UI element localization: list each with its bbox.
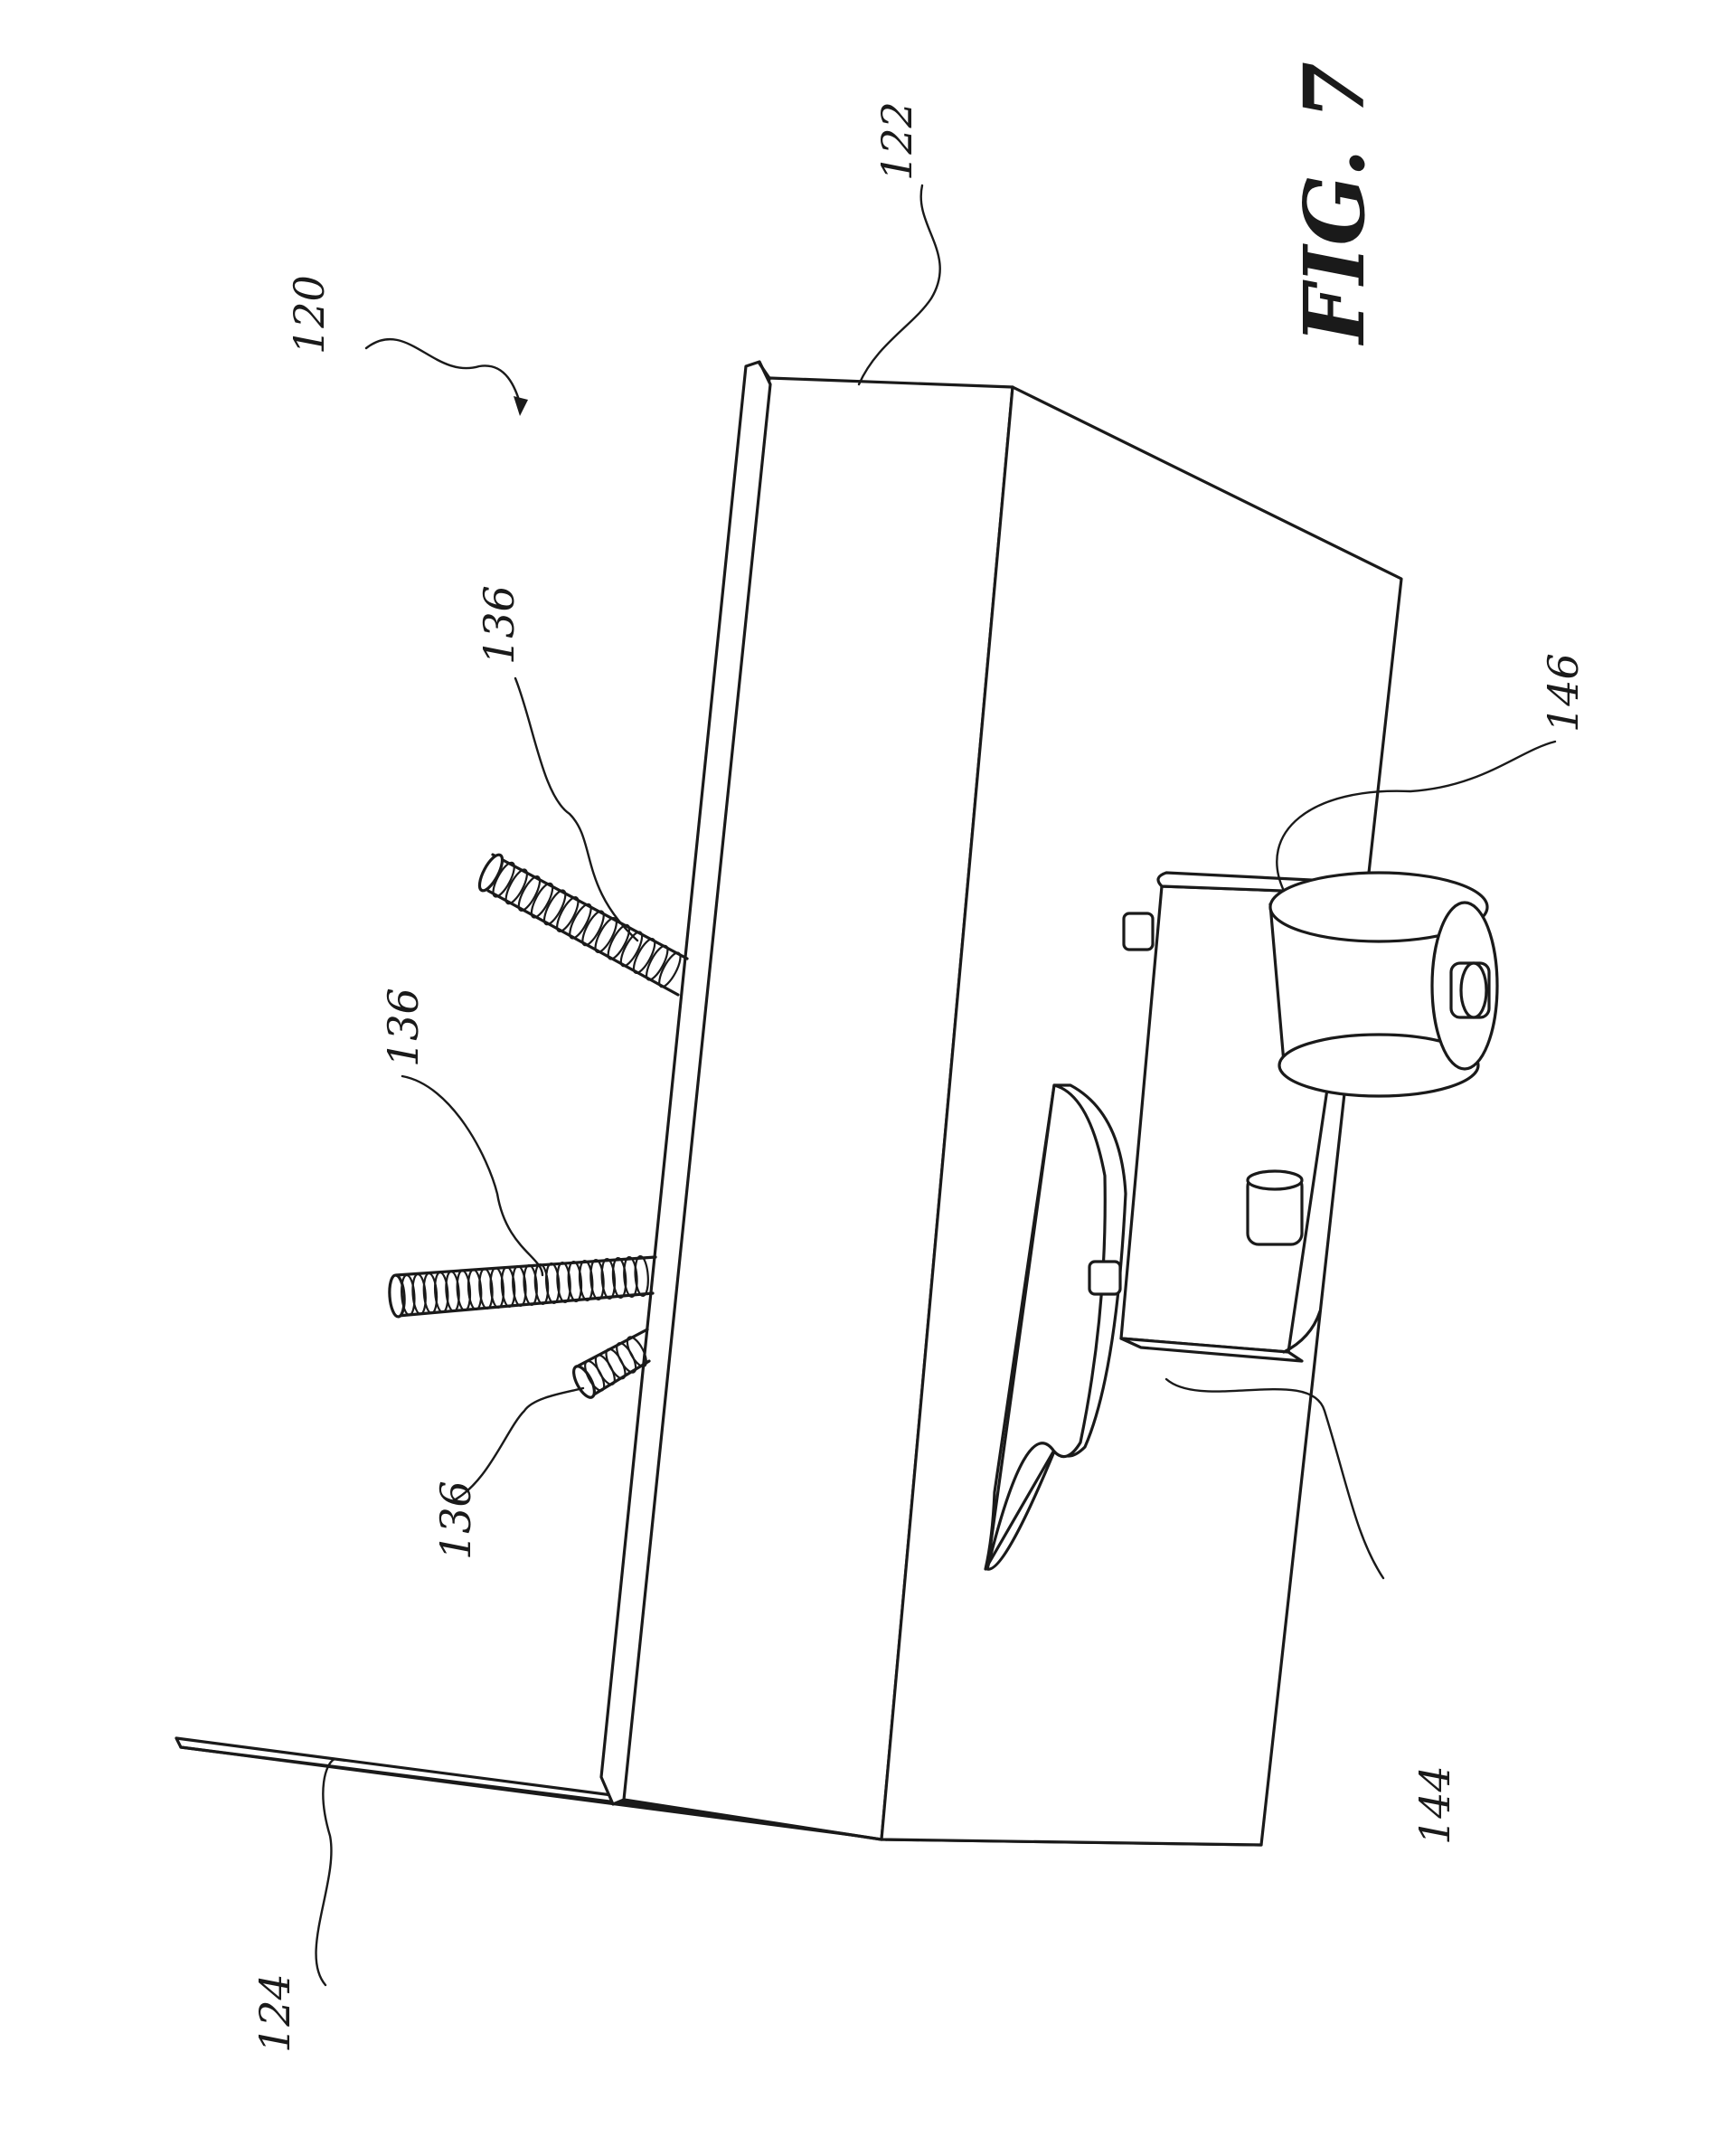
ref-136-upper: 136: [475, 585, 523, 665]
control-module: [1089, 873, 1497, 1361]
ref-136-middle: 136: [379, 988, 428, 1067]
thread-coil: [613, 1340, 639, 1375]
ref-146: 146: [1539, 653, 1588, 733]
ref-144: 144: [1410, 1765, 1459, 1845]
ref-122: 122: [872, 101, 921, 181]
thread-coil: [592, 1352, 618, 1386]
ref-136-lower: 136: [431, 1480, 480, 1560]
thread-coil: [602, 1347, 628, 1381]
figure-label: FIG. 7: [1286, 61, 1383, 346]
threaded-stud-upper: [476, 852, 687, 995]
threaded-stud-lower: [570, 1329, 650, 1401]
ref-124: 124: [250, 1973, 299, 2053]
ref-120: 120: [285, 275, 334, 355]
threaded-stud-middle: [388, 1256, 655, 1318]
